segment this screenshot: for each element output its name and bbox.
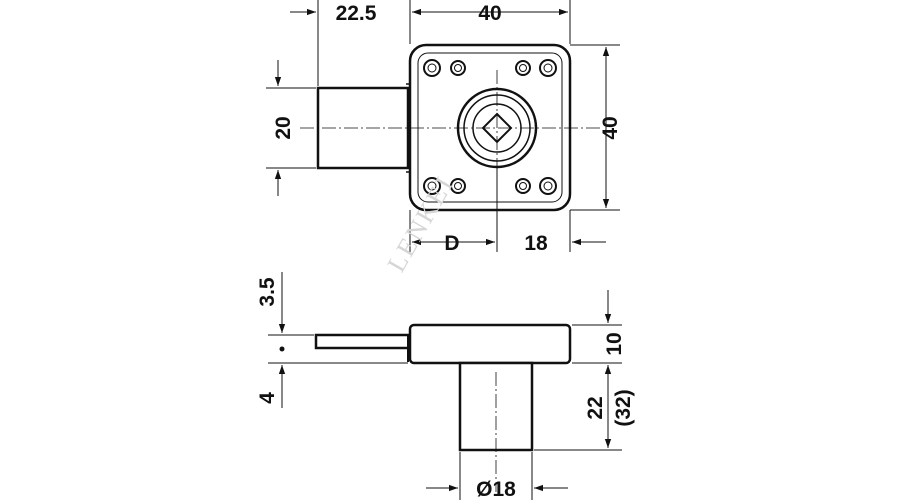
lock-housing — [408, 43, 572, 212]
dim-width: 40 — [478, 2, 501, 25]
screw-holes — [423, 59, 557, 195]
dim-height: 40 — [599, 116, 622, 139]
side-view: 3.5 4 10 22 (32) Ø18 — [256, 272, 635, 500]
top-view: 22.5 40 20 40 D 18 — [266, 0, 622, 255]
dim-18-top: 18 — [524, 232, 548, 255]
dim-3-5: 3.5 — [256, 277, 279, 307]
side-housing — [408, 323, 572, 365]
dim-22: 22 — [584, 396, 607, 419]
dim-10: 10 — [603, 332, 626, 355]
dim-4: 4 — [256, 392, 279, 404]
dim-bolt-length: 22.5 — [336, 2, 377, 25]
dim-diameter: Ø18 — [476, 478, 516, 500]
dim-bolt-height: 20 — [272, 116, 295, 139]
dim-D: D — [444, 232, 459, 255]
dim-32: (32) — [612, 389, 635, 426]
side-bolt — [314, 333, 414, 350]
